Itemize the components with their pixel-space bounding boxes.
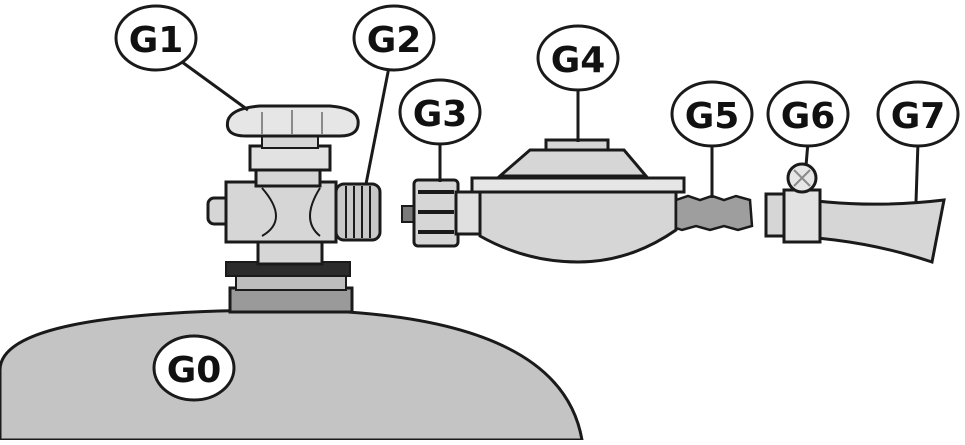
leader-g1 (181, 60, 249, 112)
hose-clamp (764, 162, 822, 244)
callout-g4: G4 (536, 24, 620, 92)
leader-g2 (364, 61, 392, 185)
callout-g2: G2 (352, 4, 436, 72)
coupling-collar (454, 190, 484, 236)
cylinder-collar (228, 286, 354, 314)
valve-bonnet-upper (248, 144, 332, 172)
callout-g3-label: G3 (413, 94, 468, 135)
callout-g1-label: G1 (129, 20, 184, 61)
gas-hose (780, 194, 946, 264)
callout-g3: G3 (398, 78, 482, 146)
callout-g4-bubble (536, 24, 620, 92)
valve-assembly (206, 104, 382, 266)
clamp-band (782, 188, 822, 244)
callout-g7-label: G7 (891, 96, 946, 137)
outlet-thread-lines (345, 186, 371, 238)
coupling-grip-lines (418, 190, 454, 234)
callout-g6: G6 (766, 80, 850, 148)
callout-g4-label: G4 (551, 40, 606, 81)
regulator-body (478, 190, 678, 264)
callout-g6-bubble (766, 80, 850, 148)
pressure-regulator (470, 138, 686, 264)
callout-g0: G0 (152, 334, 236, 402)
gas-cylinder-dome (0, 308, 584, 442)
handwheel-grip-lines (261, 110, 323, 134)
hose-barb (674, 194, 754, 232)
callout-g7-bubble (876, 80, 960, 148)
leader-g7 (914, 141, 920, 203)
callout-g7: G7 (876, 80, 960, 148)
hose-end-sleeve (764, 192, 786, 238)
valve-outlet-thread (334, 182, 382, 242)
callout-leaders (181, 60, 920, 203)
callout-g2-label: G2 (367, 20, 422, 61)
collar-ring-light (235, 275, 347, 291)
callout-g1: G1 (114, 4, 198, 72)
regulator-coupling-nut (401, 178, 484, 248)
callout-g3-bubble (398, 78, 482, 146)
callout-g5-label: G5 (685, 96, 740, 137)
callout-g6-label: G6 (781, 96, 836, 137)
hose-barb-nozzle (674, 194, 754, 232)
clamp-screw-slot (793, 169, 811, 187)
regulator-bonnet (495, 148, 650, 178)
callout-g5-bubble (670, 80, 754, 148)
valve-body (224, 180, 338, 244)
callout-g1-bubble (114, 4, 198, 72)
valve-body-shade (261, 187, 321, 237)
callout-g0-bubble (152, 334, 236, 402)
callout-g5: G5 (670, 80, 754, 148)
callout-g2-bubble (352, 4, 436, 72)
regulator-flange (470, 176, 686, 194)
callout-g0-label: G0 (167, 350, 222, 391)
